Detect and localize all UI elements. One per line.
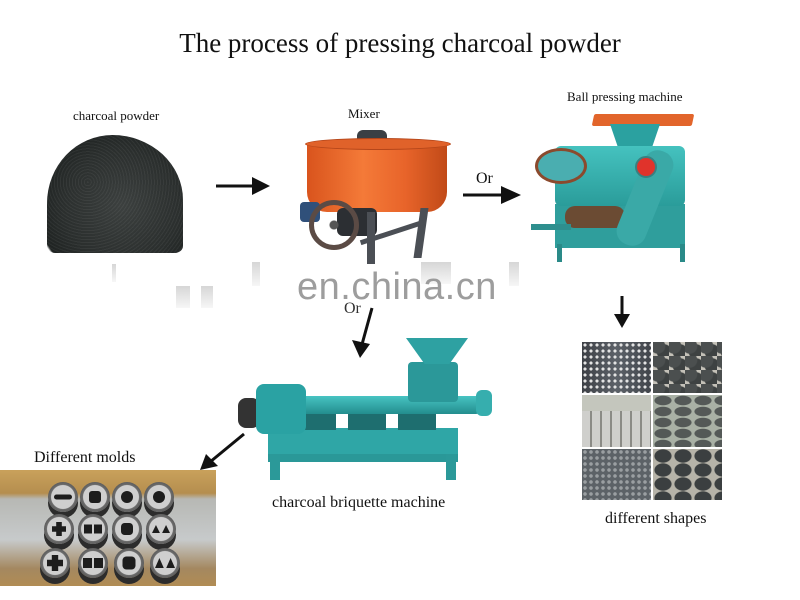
- charcoal-powder-image: [47, 135, 183, 253]
- mixer-image: [297, 130, 457, 265]
- shape-photo-balls: [653, 342, 722, 394]
- arrow-right-icon: [216, 177, 270, 195]
- page-title: The process of pressing charcoal powder: [179, 28, 621, 58]
- reflection-mark: [509, 262, 519, 286]
- reflection-mark: [112, 264, 116, 282]
- shape-photo-roller-closeup: [582, 448, 651, 500]
- ball-pressing-machine-label: Ball pressing machine: [567, 89, 683, 104]
- ball-pressing-machine-image: [531, 108, 695, 262]
- different-molds-image: [0, 470, 216, 586]
- reflection-mark: [252, 262, 260, 286]
- charcoal-briquette-machine-label: charcoal briquette machine: [272, 494, 446, 511]
- or-label-ball: Or: [476, 170, 493, 187]
- watermark-text: en.china.cn: [297, 266, 497, 308]
- charcoal-briquette-machine-image: [238, 336, 493, 486]
- shape-photo-machine: [582, 395, 651, 447]
- shape-photo-briquettes: [653, 448, 722, 500]
- reflection-mark: [176, 286, 190, 308]
- charcoal-powder-label: charcoal powder: [73, 108, 160, 123]
- arrow-down-icon: [614, 296, 630, 328]
- or-label-briquette: Or: [344, 300, 361, 317]
- shape-photo-pillows: [653, 395, 722, 447]
- arrow-down-left-icon: [352, 307, 374, 358]
- mixer-label: Mixer: [348, 106, 380, 121]
- shape-photo-roller: [582, 342, 651, 394]
- reflection-mark: [201, 286, 213, 308]
- different-shapes-image-grid: [582, 342, 722, 500]
- arrow-right-icon: [463, 186, 521, 204]
- different-molds-label: Different molds: [34, 449, 136, 466]
- different-shapes-label: different shapes: [605, 510, 707, 527]
- reflection-mark: [421, 262, 451, 284]
- arrow-down-left-icon: [200, 432, 245, 470]
